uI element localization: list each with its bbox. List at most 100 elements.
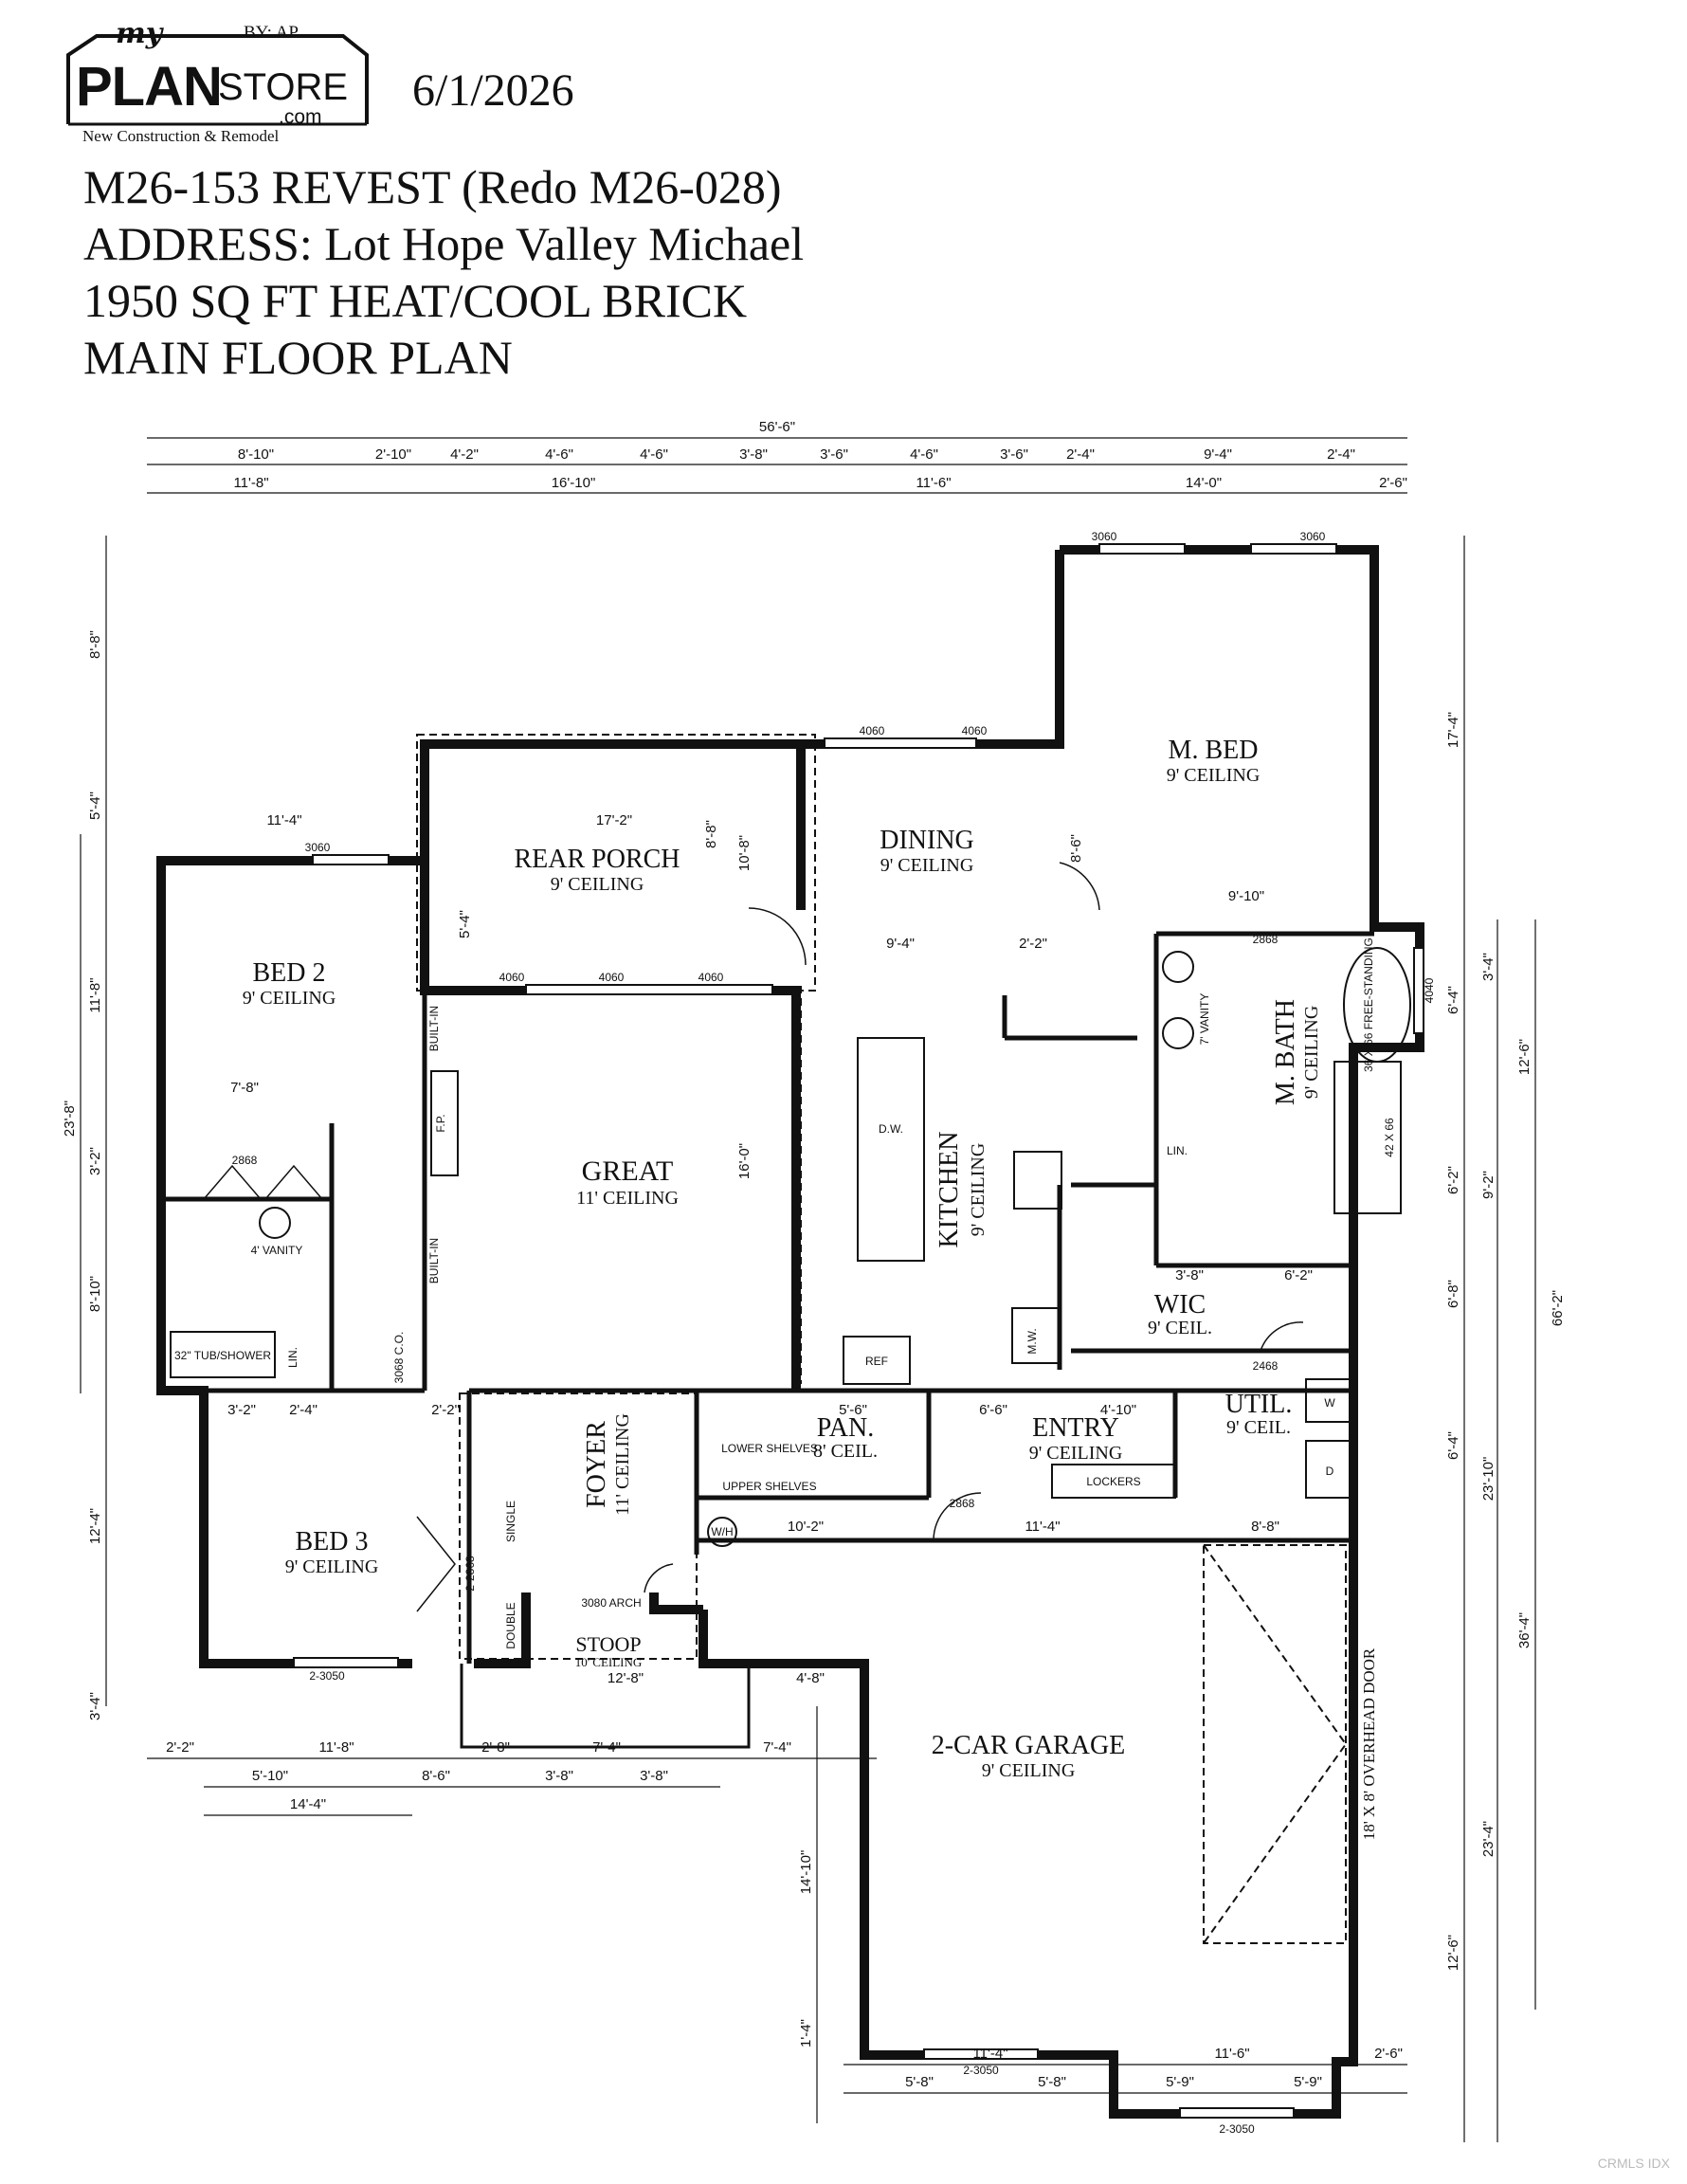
water-heater [707,1517,737,1547]
label-dryer: D [1326,1465,1334,1478]
label-door-3068co: 3068 C.O. [392,1332,406,1384]
dim-top-r1-9: 2'-4" [1066,446,1095,463]
room-rear-porch-ceiling: 9' CEILING [551,874,644,895]
label-lin-mbath: LIN. [1167,1144,1188,1157]
plan-date: 6/1/2026 [412,65,574,116]
dim-bot-r-5: 5'-9" [1166,2074,1194,2090]
logo-com: .com [279,106,322,128]
dim-bot-r-4: 5'-8" [1038,2074,1066,2090]
dim-int-2: 9'-10" [1228,888,1264,904]
sink-mbath-2 [1162,1017,1194,1049]
sink-mbath-1 [1162,951,1194,983]
bottom-dimensions: 2'-2" 11'-8" 2'-8" 7'-4" 7'-4" 5'-10" 8'… [166,1739,1403,2090]
dimension-lines [80,437,1536,2142]
dim-bot-l-8: 3'-8" [640,1768,668,1784]
dim-int-21: 6'-2" [1284,1267,1313,1283]
microwave [1011,1307,1061,1364]
dim-top-r2-0: 11'-8" [233,475,268,491]
dim-int-7: 8'-8" [703,820,719,848]
label-double: DOUBLE [504,1602,517,1648]
dim-top-r2-3: 14'-0" [1186,475,1222,491]
label-arch: 3080 ARCH [581,1596,641,1610]
dim-int-10: 7'-8" [230,1080,259,1096]
room-stoop: STOOP [575,1632,641,1656]
room-m-bath: M. BATH [1271,999,1300,1105]
dim-right-6: 12'-6" [1516,1039,1533,1075]
dim-int-9: 16'-0" [736,1143,753,1179]
dim-left-1: 5'-4" [87,792,103,820]
label-built-in-bottom: BUILT-IN [427,1238,441,1283]
dim-bot-r-1: 11'-6" [1214,2046,1249,2062]
room-pan: PAN. [817,1413,874,1443]
room-dining: DINING [880,826,974,855]
window-door-labels: 3060 3060 3060 4060 4060 4060 4060 4060 … [232,530,1436,2136]
room-util-ceiling: 9' CEIL. [1226,1417,1291,1438]
dim-top-r1-6: 3'-6" [820,446,848,463]
title-line-2: ADDRESS: Lot Hope Valley Michael [83,217,805,270]
dim-right-9: 66'-2" [1550,1290,1566,1326]
dim-right-1: 3'-4" [1480,953,1497,981]
fixtures [170,947,1411,1547]
dryer [1305,1440,1354,1499]
dim-int-1: 17'-2" [596,812,632,828]
label-wh: W/H [711,1525,733,1538]
door-swings [203,862,1304,1612]
label-window-2-3050-bed3: 2-3050 [309,1669,345,1683]
label-window-3060-a: 3060 [1092,530,1117,543]
room-m-bed: M. BED [1169,736,1259,765]
sink-bed2 [259,1207,291,1239]
room-garage-ceiling: 9' CEILING [982,1760,1076,1781]
dim-int-5: 8'-6" [1068,834,1084,863]
dim-bot-l-9: 14'-4" [290,1796,326,1812]
dim-int-20: 3'-8" [1175,1267,1204,1283]
left-dimensions: 8'-8" 5'-4" 11'-8" 3'-2" 8'-10" 23'-8" 1… [62,630,103,1720]
room-pan-ceiling: 8' CEIL. [813,1441,878,1462]
dim-right-11: 23'-4" [1480,1821,1497,1857]
floor-plan-diagram: M. BED 9' CEILING DINING 9' CEILING REAR… [62,419,1566,2142]
dim-int-3: 9'-4" [886,936,915,952]
dim-right-5: 6'-4" [1445,1431,1461,1460]
label-window-4060-b: 4060 [962,724,988,737]
dim-bot-l-4: 7'-4" [763,1739,791,1756]
dim-int-0: 11'-4" [266,812,301,828]
dim-top-r1-7: 4'-6" [910,446,938,463]
label-lower-shelves: LOWER SHELVES [721,1442,818,1455]
dim-bot-r-0: 11'-4" [972,2046,1007,2062]
room-m-bed-ceiling: 9' CEILING [1167,765,1261,786]
dim-right-3: 6'-2" [1445,1166,1461,1194]
washer [1305,1378,1354,1423]
room-wic-ceiling: 9' CEIL. [1148,1318,1212,1338]
dim-int-11: 3'-2" [227,1402,256,1418]
dim-left-6: 12'-4" [87,1508,103,1544]
dim-bot-r-6: 5'-9" [1294,2074,1322,2090]
kitchen-island [857,1037,925,1262]
room-kitchen-ceiling: 9' CEILING [968,1143,989,1237]
label-washer: W [1324,1396,1335,1410]
room-great-ceiling: 11' CEILING [576,1188,679,1209]
dim-top-r1-0: 8'-10" [238,446,274,463]
room-bed2: BED 2 [253,958,326,988]
label-ref: REF [865,1355,888,1368]
label-window-3060-c: 3060 [305,841,331,854]
label-fp: F.P. [434,1114,447,1132]
dim-bot-l-1: 11'-8" [318,1739,354,1756]
dim-bot-l-0: 2'-2" [166,1739,194,1756]
dim-int-17: 5'-6" [839,1402,867,1418]
label-window-4060-d: 4060 [599,971,625,984]
dim-int-4: 2'-2" [1019,936,1047,952]
dim-top-r2-4: 2'-6" [1379,475,1407,491]
dim-bot-r-3: 5'-8" [905,2074,934,2090]
room-bed3-ceiling: 9' CEILING [285,1556,379,1577]
dim-left-3: 3'-2" [87,1147,103,1175]
dim-left-5: 23'-8" [62,1101,78,1137]
dim-bot-r-2: 2'-6" [1374,2046,1403,2062]
room-dining-ceiling: 9' CEILING [880,855,974,876]
house-outline-icon [66,34,369,126]
right-dimensions: 17'-4" 3'-4" 6'-4" 6'-2" 6'-8" 6'-4" 12'… [1445,712,1566,1971]
dim-int-25: 1'-4" [798,2019,814,2048]
title-line-4: MAIN FLOOR PLAN [83,331,513,384]
dim-right-0: 17'-4" [1445,712,1461,748]
label-door-2468-util: 2468 [1253,1359,1279,1373]
room-util: UTIL. [1225,1390,1293,1419]
dim-int-22: 12'-8" [608,1670,644,1686]
